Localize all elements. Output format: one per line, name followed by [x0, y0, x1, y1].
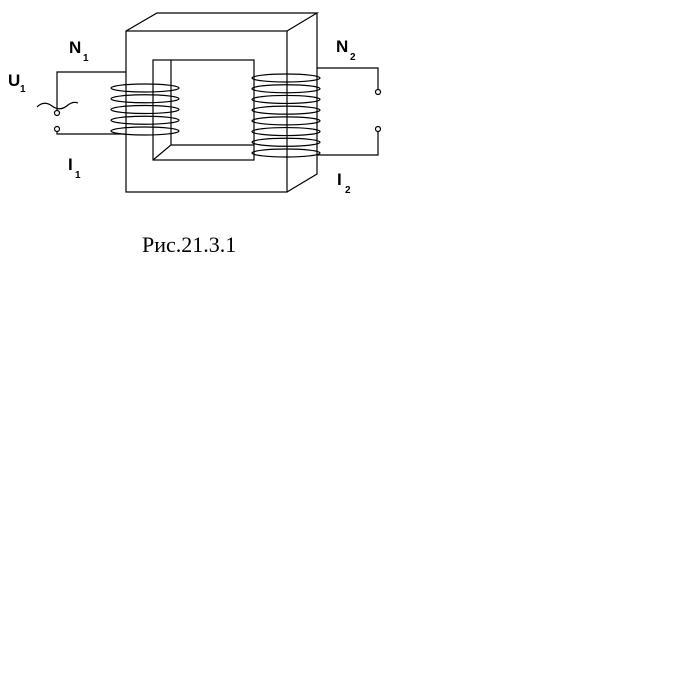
- label-i1-base: I: [68, 155, 73, 174]
- transformer-core: [125, 12, 320, 193]
- ac-source-icon: [36, 101, 79, 110]
- primary-circuit: [36, 71, 180, 136]
- primary-coil-turn: [110, 126, 180, 136]
- secondary-coil-turn: [251, 73, 321, 83]
- label-n2: N 2: [336, 37, 356, 63]
- label-u1-base: U: [8, 71, 20, 90]
- secondary-coil-turn: [251, 137, 321, 147]
- secondary-coil-turn: [251, 126, 321, 137]
- core-front-face: [125, 30, 288, 193]
- figure-caption: Рис.21.3.1: [142, 232, 236, 257]
- label-n2-sub: 2: [350, 52, 356, 63]
- primary-coil-turn: [110, 115, 180, 125]
- secondary-coil: [251, 73, 321, 158]
- secondary-coil-turn: [251, 148, 321, 158]
- secondary-bottom-wire: [317, 131, 379, 156]
- core-side-face: [286, 13, 318, 193]
- primary-terminal-bottom: [53, 125, 61, 133]
- secondary-coil-turn: [251, 116, 321, 126]
- label-n1-base: N: [69, 38, 81, 57]
- label-n1-sub: 1: [83, 53, 89, 64]
- core-top-face: [125, 12, 320, 32]
- secondary-coil-turn: [251, 105, 321, 115]
- primary-terminal-top: [53, 109, 61, 117]
- primary-coil-turn: [110, 83, 180, 93]
- primary-top-wire: [56, 71, 126, 113]
- secondary-terminal-bottom: [374, 125, 382, 133]
- primary-coil: [110, 83, 180, 136]
- secondary-circuit: [251, 67, 382, 158]
- secondary-coil-turn: [251, 94, 321, 105]
- label-n2-base: N: [336, 37, 348, 56]
- core-window: [152, 59, 255, 161]
- label-n1: N 1: [69, 38, 89, 64]
- window-inner-edge: [152, 60, 254, 161]
- label-i2-sub: 2: [345, 185, 351, 196]
- primary-coil-turn: [110, 94, 180, 104]
- label-i2: I 2: [337, 170, 351, 196]
- primary-coil-turn: [110, 104, 180, 115]
- label-u1: U 1: [8, 71, 26, 95]
- secondary-terminal-top: [374, 88, 382, 96]
- secondary-coil-turn: [251, 84, 321, 94]
- label-i1-sub: 1: [75, 170, 81, 181]
- label-u1-sub: 1: [20, 84, 26, 95]
- label-i2-base: I: [337, 170, 342, 189]
- secondary-top-wire: [317, 67, 379, 90]
- label-i1: I 1: [68, 155, 81, 181]
